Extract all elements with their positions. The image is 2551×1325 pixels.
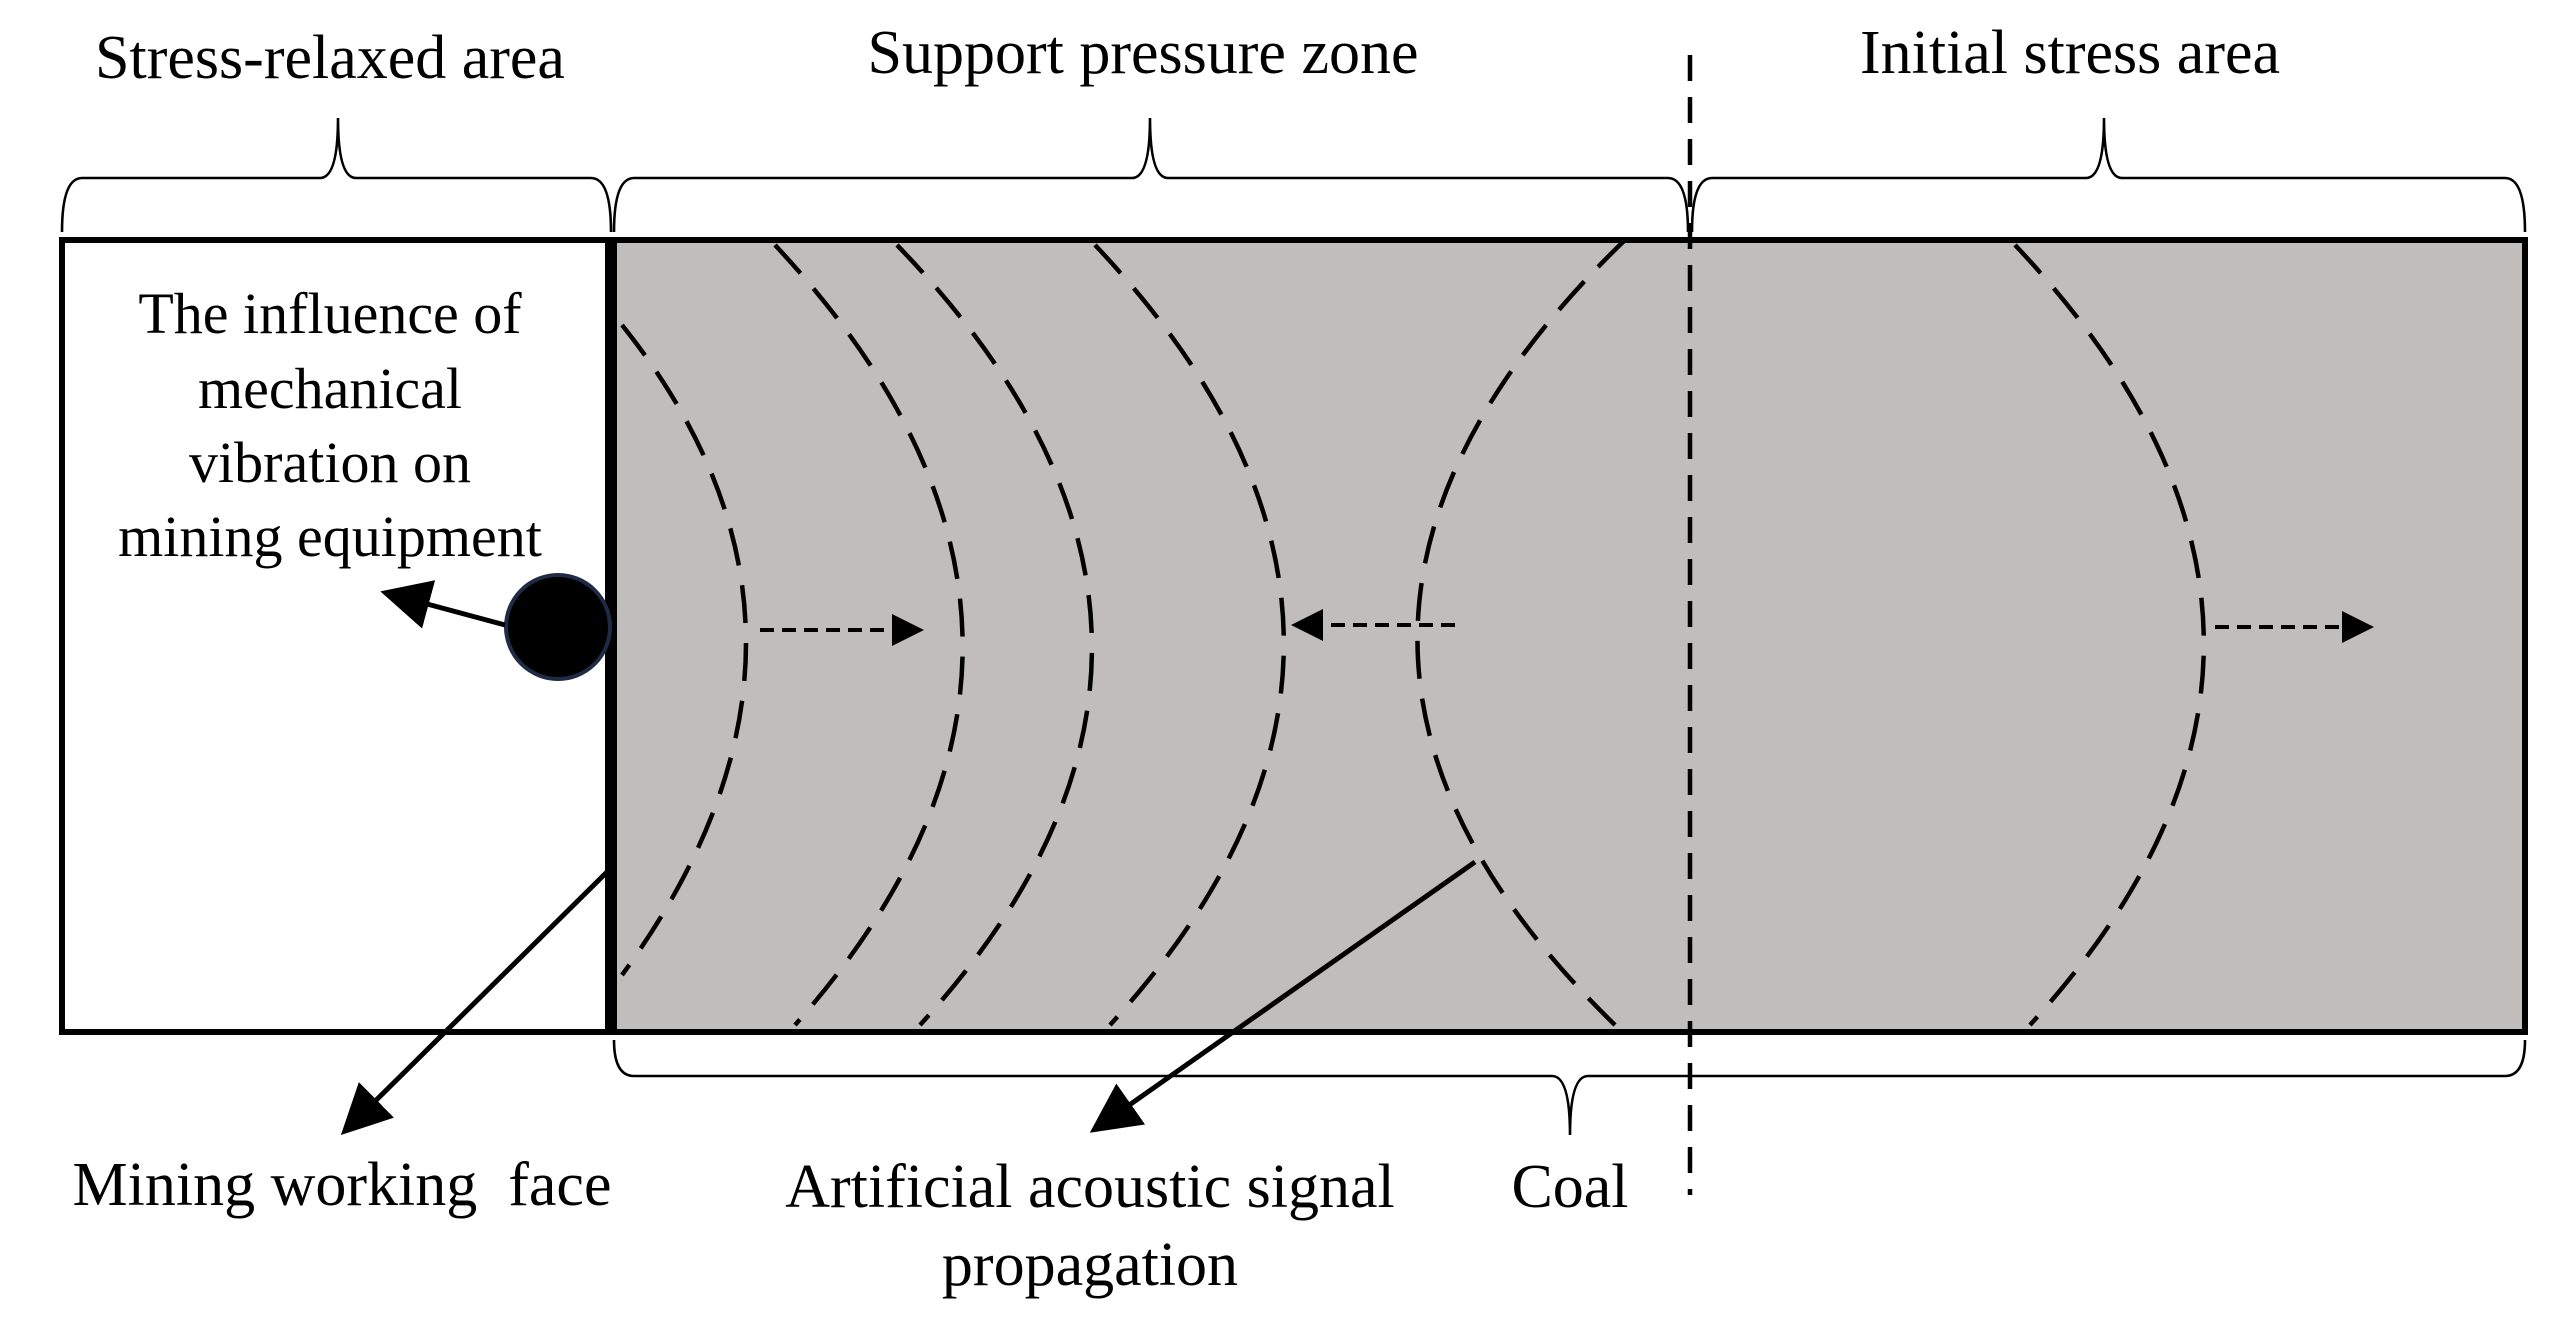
- wavefront-arc: [2013, 243, 2206, 1027]
- zone-label-stress-relaxed: Stress-relaxed area: [95, 24, 565, 92]
- acoustic-label-line: Artificial acoustic signal: [785, 1153, 1394, 1221]
- coal-label: Coal: [1511, 1153, 1628, 1221]
- wavefront-arc: [1415, 238, 1627, 1027]
- zone-label-initial-stress: Initial stress area: [1860, 19, 2280, 87]
- vibration-label-line: The influence of: [138, 281, 522, 346]
- brace-coal: [612, 1039, 2527, 1136]
- vibration-label-line: mining equipment: [118, 504, 542, 569]
- vibration-label-line: mechanical: [198, 356, 462, 421]
- brace-stress-relaxed: [60, 117, 613, 233]
- brace-support-pressure: [612, 117, 1690, 233]
- brace-initial-stress: [1690, 117, 2527, 233]
- acoustic-propagation-label: Artificial acoustic signal propagation: [785, 1153, 1394, 1299]
- wavefront-arc: [1093, 243, 1286, 1027]
- working-face-arrow: [340, 870, 609, 1136]
- wavefront-arc: [773, 243, 965, 1027]
- acoustic-arrow: [1089, 859, 1477, 1133]
- vibration-label: The influence of mechanical vibration on…: [118, 281, 542, 569]
- wavefront-group-left: [620, 243, 1286, 1027]
- wavefront-arc: [620, 323, 749, 977]
- wavefront-group-right: [1415, 238, 2206, 1027]
- wavefront-arc: [895, 243, 1095, 1027]
- coal-region: [608, 237, 2528, 1035]
- propagation-arrows: [760, 609, 2374, 646]
- zone-label-support-pressure: Support pressure zone: [868, 19, 1419, 87]
- vibration-arrow: [380, 580, 506, 629]
- acoustic-label-line: propagation: [942, 1231, 1238, 1299]
- mining-working-face-label: Mining working face: [73, 1151, 612, 1219]
- vibration-source-circle: [504, 573, 612, 681]
- vibration-label-line: vibration on: [189, 430, 471, 495]
